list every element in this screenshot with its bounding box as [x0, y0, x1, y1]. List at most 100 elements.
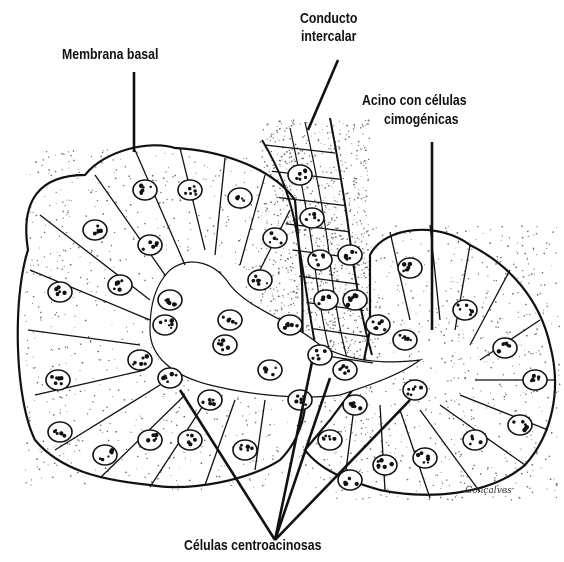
- stipple-dot: [435, 443, 436, 444]
- stipple-dot: [38, 264, 39, 265]
- stipple-dot: [540, 285, 541, 286]
- stipple-dot: [410, 328, 411, 329]
- stipple-dot: [388, 445, 390, 447]
- stipple-dot: [265, 207, 266, 208]
- stipple-dot: [461, 418, 462, 419]
- stipple-dot: [556, 407, 557, 408]
- stipple-dot: [271, 224, 272, 225]
- stipple-dot: [331, 237, 332, 238]
- stipple-dot: [323, 200, 324, 201]
- stipple-dot: [463, 296, 465, 298]
- stipple-dot: [269, 259, 270, 260]
- stipple-dot: [346, 416, 348, 418]
- stipple-dot: [286, 168, 287, 169]
- stipple-dot: [521, 473, 523, 475]
- stipple-dot: [106, 295, 107, 296]
- stipple-dot: [334, 321, 336, 323]
- stipple-dot: [354, 177, 356, 179]
- stipple-dot: [275, 310, 276, 311]
- stipple-dot: [366, 292, 368, 294]
- stipple-dot: [237, 398, 239, 400]
- stipple-dot: [272, 295, 273, 296]
- stipple-dot: [59, 455, 60, 456]
- stipple-dot: [66, 199, 67, 200]
- stipple-dot: [250, 204, 252, 206]
- stipple-dot: [195, 410, 197, 412]
- stipple-dot: [339, 129, 340, 130]
- stipple-dot: [252, 244, 253, 245]
- stipple-dot: [95, 167, 96, 168]
- stipple-dot: [268, 211, 269, 212]
- stipple-dot: [458, 241, 460, 243]
- stipple-dot: [158, 358, 159, 359]
- stipple-dot: [170, 442, 172, 444]
- stipple-dot: [451, 340, 453, 342]
- stipple-dot: [339, 121, 340, 122]
- stipple-dot: [290, 257, 291, 258]
- stipple-dot: [358, 264, 360, 266]
- stipple-dot: [25, 482, 26, 483]
- stipple-dot: [107, 149, 108, 150]
- stipple-dot: [476, 378, 477, 379]
- stipple-dot: [361, 194, 362, 195]
- stipple-dot: [354, 320, 355, 321]
- stipple-dot: [282, 400, 283, 401]
- stipple-dot: [450, 380, 451, 381]
- stipple-dot: [37, 382, 39, 384]
- stipple-dot: [364, 275, 365, 276]
- stipple-dot: [347, 192, 349, 194]
- stipple-dot: [114, 232, 115, 233]
- stipple-dot: [558, 375, 559, 376]
- stipple-dot: [302, 158, 304, 160]
- stipple-dot: [329, 132, 330, 133]
- stipple-dot: [361, 269, 362, 270]
- stipple-dot: [131, 432, 132, 433]
- stipple-dot: [68, 168, 69, 169]
- stipple-dot: [297, 296, 298, 297]
- stipple-dot: [473, 397, 474, 398]
- stipple-dot: [448, 226, 449, 227]
- stipple-dot: [365, 211, 366, 212]
- stipple-dot: [430, 367, 432, 369]
- stipple-dot: [388, 272, 389, 273]
- stipple-dot: [449, 322, 450, 323]
- stipple-dot: [472, 343, 473, 344]
- stipple-dot: [467, 249, 468, 250]
- stipple-dot: [169, 225, 170, 226]
- stipple-dot: [262, 244, 263, 245]
- stipple-dot: [203, 179, 204, 180]
- stipple-dot: [54, 447, 55, 448]
- stipple-dot: [529, 314, 530, 315]
- stipple-dot: [367, 179, 369, 181]
- stipple-dot: [285, 260, 287, 262]
- stipple-dot: [505, 457, 506, 458]
- stipple-dot: [243, 464, 244, 465]
- stipple-dot: [379, 353, 381, 355]
- stipple-dot: [346, 341, 347, 342]
- stipple-dot: [125, 412, 126, 413]
- stipple-dot: [380, 306, 381, 307]
- nucleus: [218, 310, 242, 330]
- stipple-dot: [29, 419, 30, 420]
- stipple-dot: [89, 282, 90, 283]
- stipple-dot: [325, 406, 326, 407]
- stipple-dot: [144, 223, 145, 224]
- stipple-dot: [330, 242, 331, 243]
- stipple-dot: [327, 225, 328, 226]
- nucleus: [333, 360, 357, 380]
- stipple-dot: [338, 343, 339, 344]
- stipple-dot: [275, 252, 276, 253]
- stipple-dot: [310, 275, 311, 276]
- stipple-dot: [363, 197, 364, 198]
- stipple-dot: [287, 270, 288, 271]
- stipple-dot: [401, 441, 402, 442]
- stipple-dot: [63, 154, 65, 156]
- stipple-dot: [536, 328, 538, 330]
- stipple-dot: [273, 260, 275, 262]
- stipple-dot: [515, 467, 516, 468]
- stipple-dot: [386, 496, 387, 497]
- nucleus: [493, 338, 517, 358]
- stipple-dot: [556, 227, 557, 228]
- stipple-dot: [267, 306, 268, 307]
- stipple-dot: [450, 262, 451, 263]
